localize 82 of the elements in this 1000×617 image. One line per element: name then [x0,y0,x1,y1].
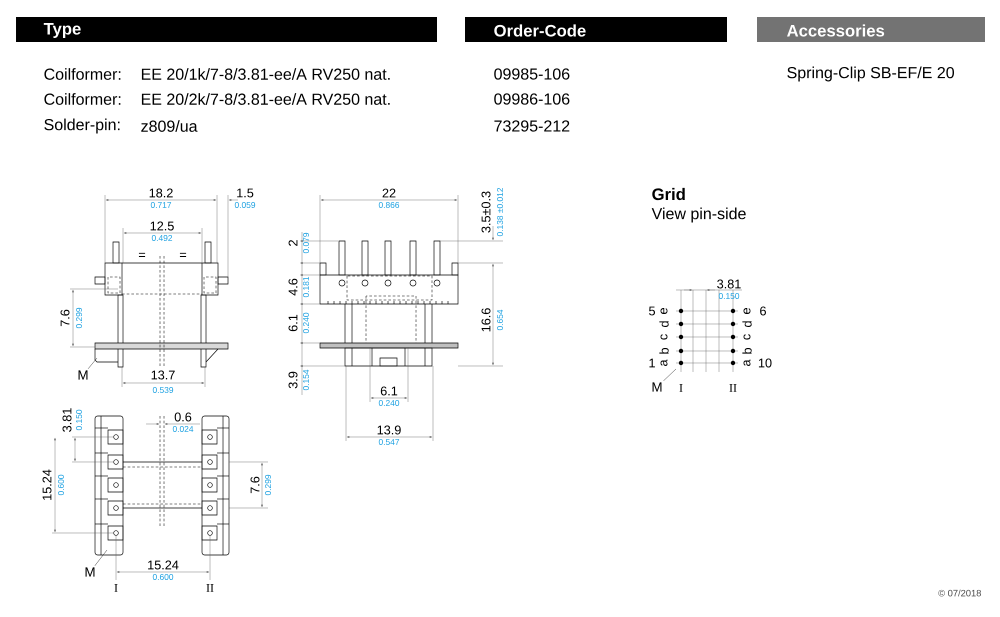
dimension-text: d [659,321,669,327]
column-numeral: I [679,384,683,392]
dimension-text: 2 [288,240,298,246]
dimension-text: = [138,252,146,257]
leader-line [94,550,108,566]
table-text: Spring-Clip SB-EF/E 20 [787,66,954,82]
order-code: 09985-106 [494,68,570,80]
dimension-text: 13.7 [152,370,175,380]
dimension-text: 7.6 [60,310,70,326]
dimension-text: 5 [648,306,655,316]
dimension-text: a [660,359,668,366]
dimension-text: 4.6 [288,278,298,296]
mark-letter: M [78,370,88,380]
dimension-text: 0.079 [303,232,309,254]
dimension-text: 0.154 [303,370,309,390]
dimension-text: 6.1 [380,386,398,396]
dimension-text: 6.1 [288,314,298,332]
dimension-text: b [659,348,669,354]
dimension-text: 0.6 [174,412,192,422]
dimension-text: 0.600 [152,574,174,580]
dimension-text: 15.24 [148,560,178,570]
dimension-text: = [180,252,186,257]
column-numeral: II [206,584,214,592]
table-text: z809/ua [141,120,198,132]
dimension-text: 0.181 [303,276,309,298]
dimension-text: 3.81 [717,280,741,288]
header-bar: Accessories [757,17,985,42]
dimension-text: 0.059 [234,202,256,208]
dimension-text: 0.866 [378,202,400,208]
leader-line [88,358,98,369]
mark-letter: M [652,382,662,392]
order-code: 73295-212 [494,120,570,132]
copyright-note: © 07/2018 [938,590,981,596]
column-numeral: II [729,384,737,392]
header-bar: Type [16,17,437,42]
dimension-text: 16.6 [482,308,490,332]
dimension-text: 3.9 [288,372,298,388]
dimension-text: 10 [758,358,772,368]
dimension-text: 0.299 [76,308,82,328]
dimension-text: 0.240 [378,400,400,406]
table-text: EE 20/1k/7-8/3.81-ee/A RV250 nat. [142,68,390,80]
dimension-text: 0.240 [303,312,309,334]
dimension-text: b [742,348,752,354]
dimension-text: d [742,321,752,327]
section-heading: Grid [652,188,685,200]
dimension-text: 0.654 [497,310,503,330]
column-numeral: I [114,584,118,592]
order-code: 09986-106 [494,93,570,105]
section-subheading: View pin-side [652,208,746,222]
dimension-text: 22 [382,188,396,198]
dimension-text: 7.6 [250,476,260,494]
dimension-text: 0.717 [150,202,172,208]
dimension-text: e [660,308,668,314]
dimension-text: a [744,359,750,366]
dimension-text: 0.600 [58,474,64,496]
dimension-text: 0.024 [172,426,194,432]
dimension-text: 0.539 [152,387,174,393]
dimension-text: 18.2 [150,188,173,198]
dimension-text: 0.138 ±0.012 [497,188,503,236]
dimension-text: 12.5 [150,222,174,230]
dimension-text: e [744,308,750,314]
dimension-text: 1 [649,358,655,368]
dimension-text: 0.492 [152,235,172,241]
dimension-text: c [744,334,750,340]
dimension-text: 1.5 [237,188,254,198]
dimension-text: 3.5±0.3 [482,191,490,233]
dimension-text: 0.150 [76,410,82,430]
dimension-text: 13.9 [378,426,401,434]
dimension-text: 0.547 [378,439,400,445]
dimension-text: 3.81 [62,408,72,432]
dimension-text: 0.299 [265,474,271,496]
leader-line [663,368,676,381]
table-text: Coilformer: [44,93,120,105]
table-text: Coilformer: [44,68,120,80]
table-text: EE 20/2k/7-8/3.81-ee/A RV250 nat. [142,93,390,105]
table-text: Solder-pin: [44,118,120,134]
mark-letter: M [86,567,94,577]
dimension-text: 15.24 [42,470,52,500]
header-bar: Order-Code [465,17,727,42]
dimension-text: 6 [760,306,766,316]
dimension-text: c [660,334,668,340]
dimension-text: 0.150 [718,293,740,299]
